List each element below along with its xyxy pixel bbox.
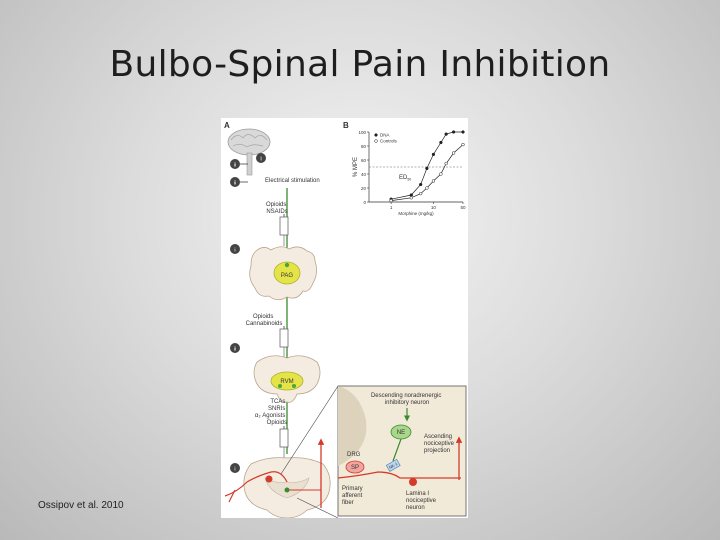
svg-text:ii: ii <box>234 346 236 352</box>
ascending-label: Ascending nociceptive projection <box>424 434 456 454</box>
syringe-icon <box>279 214 289 246</box>
series-1-point <box>451 130 456 134</box>
series-1-point <box>431 152 436 157</box>
panel-b-label: B <box>343 121 349 130</box>
ed50-label: ED50 <box>399 175 411 182</box>
series-1-point <box>425 166 429 171</box>
drg-label: DRG <box>347 452 361 458</box>
series-1-point <box>461 130 465 134</box>
marker-i-top: i <box>256 153 266 163</box>
svg-text:i: i <box>234 466 235 472</box>
citation: Ossipov et al. 2010 <box>38 500 124 511</box>
zoom-line-bottom <box>296 497 339 518</box>
marker-stim: ii <box>230 177 240 187</box>
svg-text:i: i <box>260 156 261 162</box>
series-2-point <box>439 172 443 176</box>
pag-nucleus <box>273 261 301 285</box>
series-2-point <box>451 151 456 155</box>
svg-text:i: i <box>234 247 235 253</box>
synapse-inset: Descending noradrenergic inhibitory neur… <box>337 385 467 517</box>
lamina-neuron-label: Lamina I nociceptive neuron <box>406 491 438 511</box>
figure-svg: A i ii ii Electrical stimulation <box>224 121 467 518</box>
syringe-icon <box>279 426 289 460</box>
drugs-rvm-label: Opioids Cannabinoids <box>246 314 283 327</box>
marker-i-pag: i <box>230 244 240 254</box>
legend-label-1: DNA <box>380 133 390 138</box>
legend-marker-2 <box>374 139 378 143</box>
nk1-receptor <box>385 458 401 472</box>
svg-text:SP: SP <box>351 465 359 471</box>
x-tick-label: 1 <box>390 205 393 210</box>
pain-pathway-figure: A i ii ii Electrical stimulation <box>221 118 468 518</box>
primary-afferent-label: Primary afferent fiber <box>342 486 364 506</box>
x-axis-label: Morphine (mg/kg) <box>398 211 434 216</box>
series-1-point <box>419 182 423 187</box>
panel-a-label: A <box>224 121 230 130</box>
y-tick-label: 60 <box>361 158 367 163</box>
syringe-icon <box>279 326 289 358</box>
series-2-point <box>431 179 436 183</box>
marker-ii-top: ii <box>230 159 240 169</box>
rvm-label: RVM <box>280 379 293 385</box>
stimulation-label: Electrical stimulation <box>265 178 320 184</box>
y-tick-label: 40 <box>361 172 367 177</box>
synapse-red-path <box>337 471 461 479</box>
sp-terminal <box>345 460 365 474</box>
series-2-point <box>425 186 429 190</box>
drugs-spinal-label: TCAs SNRIs α₂ Agonists Opioids <box>255 399 287 426</box>
series-1-point <box>409 193 413 197</box>
legend-label-2: Controls <box>380 139 398 144</box>
x-tick-label: 10 <box>431 205 437 210</box>
series-2-point <box>419 191 423 196</box>
series-2-point <box>461 142 465 147</box>
slide-title: Bulbo-Spinal Pain Inhibition <box>109 44 611 85</box>
legend-marker-1 <box>374 133 378 137</box>
series-2-point <box>389 198 393 203</box>
y-tick-label: 20 <box>361 186 367 191</box>
series-2-point <box>409 196 413 200</box>
drugs-pag-label: Opioids NSAIDs <box>266 202 288 215</box>
series-1-point <box>439 140 443 145</box>
pag-label: PAG <box>281 273 294 279</box>
y-tick-label: 100 <box>358 130 366 135</box>
drg-cell-icon <box>265 475 273 483</box>
marker-ii-rvm: ii <box>230 343 240 353</box>
y-axis-label: % MPE <box>353 157 359 177</box>
svg-text:NK-1: NK-1 <box>388 461 399 470</box>
svg-text:ii: ii <box>234 180 236 186</box>
series-2-point <box>444 161 448 166</box>
lamina-neuron-cell <box>409 478 417 486</box>
y-tick-label: 0 <box>363 200 366 205</box>
afferent-fiber-line <box>224 471 288 497</box>
zoom-line-top <box>280 385 339 475</box>
series-1-point <box>444 132 448 136</box>
y-tick-label: 80 <box>361 144 367 149</box>
svg-text:NE: NE <box>397 430 405 436</box>
marker-i-spinal: i <box>230 463 240 473</box>
descending-neuron-label: Descending noradrenergic inhibitory neur… <box>371 393 443 406</box>
svg-text:ii: ii <box>234 162 236 168</box>
x-tick-label: 50 <box>460 205 466 210</box>
